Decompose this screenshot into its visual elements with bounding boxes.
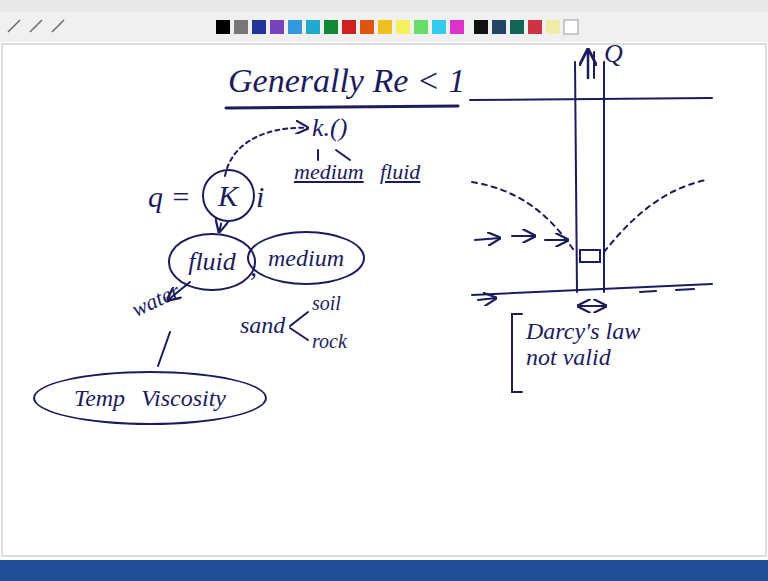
handwritten-label: rock: [312, 330, 347, 352]
pen-tools: [8, 20, 64, 32]
handwritten-label: water: [128, 279, 184, 322]
node-text: fluid: [188, 248, 236, 277]
connector-line: [219, 223, 221, 232]
canvas: [2, 44, 766, 556]
handwritten-label: sand: [240, 312, 285, 338]
handwritten-label: k.(): [312, 114, 347, 143]
handwritten-label: Darcy's law not valid: [526, 318, 656, 371]
handwritten-label: i: [256, 180, 264, 213]
node-text: K: [218, 179, 238, 212]
handwritten-label: q =: [148, 180, 191, 213]
tick: [317, 150, 319, 160]
handwritten-label: fluid: [380, 160, 420, 184]
handwritten-label: Q: [604, 40, 623, 69]
circled-term: fluid: [168, 233, 256, 290]
tool-bar: [0, 12, 768, 42]
fork-line: [290, 312, 308, 326]
tick: [336, 150, 350, 160]
color-palette: [216, 20, 578, 34]
handwritten-label: Generally Re < 1: [228, 62, 465, 99]
circled-term: medium: [247, 231, 366, 285]
node-text: medium: [268, 245, 344, 271]
title-underline: [226, 106, 458, 108]
node-text: Viscosity: [141, 385, 226, 411]
status-bar: [0, 560, 768, 581]
node-text: Temp: [74, 385, 125, 411]
menu-bar: [0, 0, 768, 12]
circled-term: Temp Viscosity: [33, 371, 267, 425]
well-figure: [470, 50, 712, 392]
handwritten-label: ,: [250, 252, 257, 283]
fork-line: [290, 328, 308, 340]
leader-line: [158, 332, 170, 366]
handwritten-label: soil: [312, 292, 341, 314]
handwritten-label: medium: [294, 160, 364, 184]
circled-symbol: K: [202, 169, 255, 222]
